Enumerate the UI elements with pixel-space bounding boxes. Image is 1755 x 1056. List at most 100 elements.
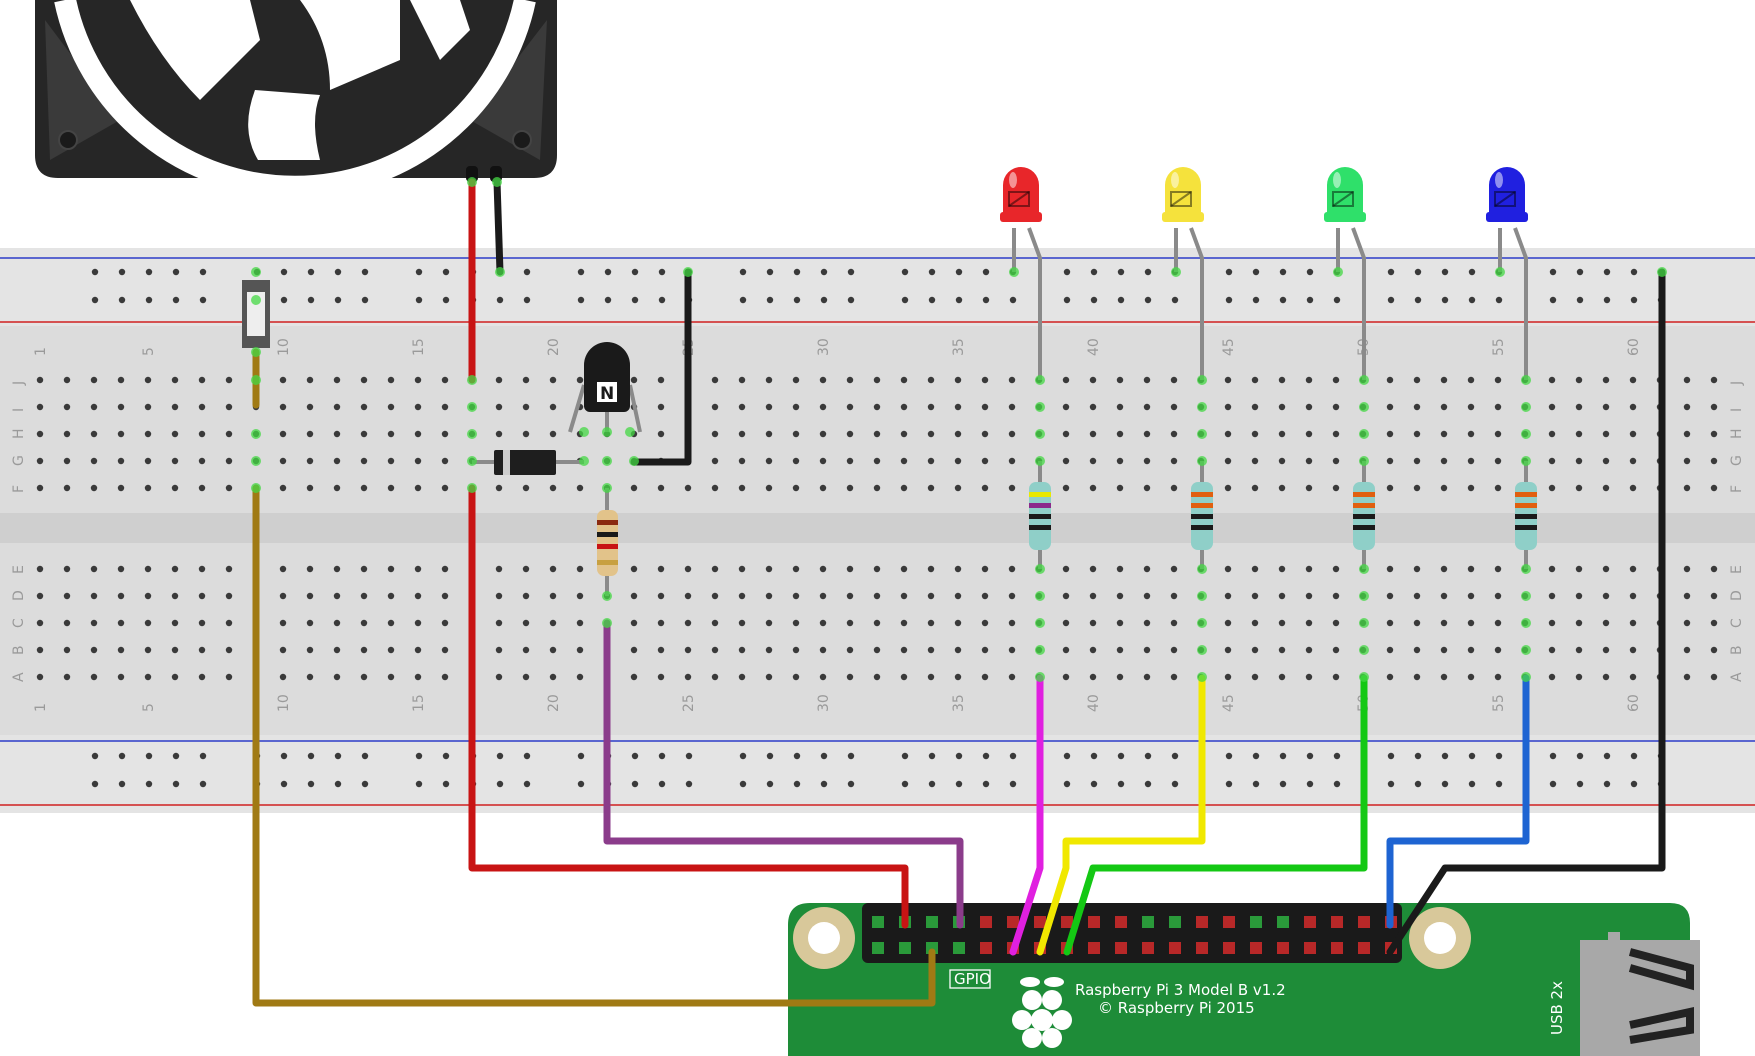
breadboard-hole xyxy=(1143,619,1151,627)
breadboard-hole xyxy=(657,592,665,600)
gpio-pin xyxy=(1196,942,1208,954)
rail-hole xyxy=(334,752,342,760)
breadboard-hole xyxy=(1251,565,1259,573)
breadboard-hole xyxy=(576,646,584,654)
breadboard-hole xyxy=(1494,484,1502,492)
connection-point xyxy=(1197,645,1207,655)
breadboard-hole xyxy=(657,430,665,438)
rail-hole xyxy=(1171,752,1179,760)
breadboard-hole xyxy=(1008,484,1016,492)
breadboard-hole xyxy=(90,673,98,681)
connection-point xyxy=(1521,672,1531,682)
connection-point xyxy=(1359,375,1369,385)
cooling-fan xyxy=(35,0,557,198)
rail-hole xyxy=(982,752,990,760)
rail-hole xyxy=(1414,268,1422,276)
breadboard-hole xyxy=(36,646,44,654)
breadboard-hole xyxy=(1305,430,1313,438)
breadboard-hole xyxy=(846,376,854,384)
connection-point xyxy=(1035,564,1045,574)
rail-hole xyxy=(334,268,342,276)
breadboard-hole xyxy=(576,673,584,681)
connection-point xyxy=(602,618,612,628)
breadboard-hole xyxy=(954,565,962,573)
breadboard-hole xyxy=(1440,646,1448,654)
breadboard-hole xyxy=(1143,592,1151,600)
breadboard-hole xyxy=(1467,403,1475,411)
rail-hole xyxy=(1306,296,1314,304)
rail-hole xyxy=(118,780,126,788)
breadboard-hole xyxy=(144,430,152,438)
breadboard-hole xyxy=(387,592,395,600)
rail-hole xyxy=(1495,780,1503,788)
column-number: 15 xyxy=(411,338,427,356)
breadboard-hole xyxy=(306,673,314,681)
breadboard-hole xyxy=(117,403,125,411)
breadboard-hole xyxy=(792,376,800,384)
connection-point xyxy=(467,402,477,412)
column-number: 35 xyxy=(951,694,967,712)
breadboard-hole xyxy=(657,565,665,573)
breadboard-hole xyxy=(846,430,854,438)
breadboard-hole xyxy=(198,646,206,654)
breadboard-hole xyxy=(576,565,584,573)
breadboard-hole xyxy=(1386,565,1394,573)
row-letter: G xyxy=(1729,455,1745,466)
rail-hole xyxy=(91,296,99,304)
connection-point xyxy=(251,456,261,466)
wire-magenta-red-led xyxy=(1009,674,1044,956)
breadboard-hole xyxy=(1386,619,1394,627)
breadboard-hole xyxy=(495,592,503,600)
breadboard-hole xyxy=(1170,430,1178,438)
rail-hole xyxy=(1387,752,1395,760)
breadboard-hole xyxy=(360,646,368,654)
rail-hole xyxy=(820,752,828,760)
breadboard-hole xyxy=(1413,673,1421,681)
breadboard-hole xyxy=(1089,376,1097,384)
breadboard-hole xyxy=(225,430,233,438)
breadboard-hole xyxy=(495,646,503,654)
breadboard-hole xyxy=(522,592,530,600)
row-letter: C xyxy=(11,618,27,628)
raspberry-logo-icon xyxy=(1012,977,1072,1048)
breadboard-hole xyxy=(765,592,773,600)
breadboard-hole xyxy=(1386,484,1394,492)
breadboard-hole xyxy=(1413,376,1421,384)
breadboard-hole xyxy=(711,484,719,492)
resistor-band xyxy=(1515,492,1537,497)
breadboard-hole xyxy=(927,376,935,384)
breadboard-hole xyxy=(873,673,881,681)
breadboard-hole xyxy=(657,403,665,411)
breadboard-hole xyxy=(1170,592,1178,600)
breadboard-hole xyxy=(1710,457,1718,465)
connection-point xyxy=(1521,591,1531,601)
usb-label: USB 2x xyxy=(1548,981,1566,1035)
wire-olive-pi xyxy=(252,484,936,1007)
breadboard-hole xyxy=(738,430,746,438)
breadboard-hole xyxy=(360,457,368,465)
rail-hole xyxy=(1441,268,1449,276)
led-red xyxy=(1000,167,1042,222)
breadboard-hole xyxy=(1413,457,1421,465)
breadboard-hole xyxy=(36,565,44,573)
breadboard-hole xyxy=(90,646,98,654)
resistor-band xyxy=(1029,525,1051,530)
breadboard-hole xyxy=(1062,376,1070,384)
column-number: 45 xyxy=(1221,338,1237,356)
breadboard-hole xyxy=(1089,457,1097,465)
breadboard-hole xyxy=(549,673,557,681)
breadboard-hole xyxy=(684,565,692,573)
breadboard-hole xyxy=(1278,430,1286,438)
breadboard-hole xyxy=(1116,484,1124,492)
column-number: 60 xyxy=(1626,338,1642,356)
rail-hole xyxy=(604,268,612,276)
rail-hole xyxy=(901,268,909,276)
rail-hole xyxy=(145,296,153,304)
breadboard-hole xyxy=(1629,646,1637,654)
breadboard-hole xyxy=(1008,619,1016,627)
connection-point xyxy=(251,267,261,277)
rail-hole xyxy=(1441,752,1449,760)
breadboard-hole xyxy=(711,565,719,573)
